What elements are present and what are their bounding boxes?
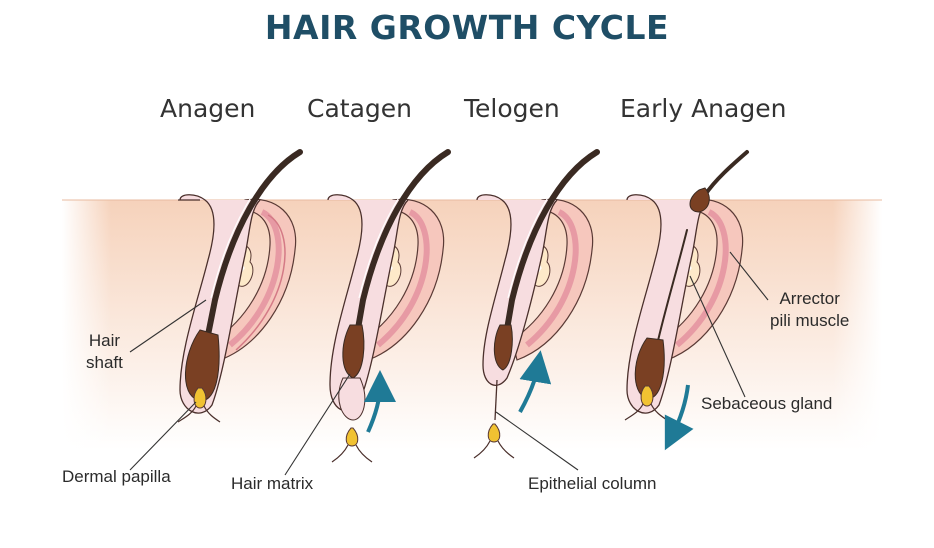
- label-arrector-line2: pili muscle: [770, 311, 850, 330]
- label-epithelial-column: Epithelial column: [528, 474, 657, 493]
- label-hair-matrix: Hair matrix: [231, 474, 314, 493]
- follicle-anagen: [177, 149, 303, 423]
- stage-label-telogen: Telogen: [464, 94, 560, 123]
- label-hair-shaft-line1: Hair: [88, 331, 121, 350]
- stage-label-anagen: Anagen: [160, 94, 256, 123]
- stage-label-early-anagen: Early Anagen: [620, 94, 787, 123]
- label-hair-shaft: Hair shaft: [86, 330, 123, 374]
- label-dermal-papilla: Dermal papilla: [62, 467, 171, 486]
- follicle-telogen: [473, 149, 600, 459]
- arrow-down-icon: [664, 384, 694, 451]
- leader-lines: [129, 251, 769, 476]
- follicle-early-anagen: [624, 150, 749, 421]
- arrow-up-icon: [363, 370, 396, 433]
- label-hair-shaft-line2: shaft: [86, 353, 123, 372]
- follicle-catagen: [327, 149, 451, 463]
- label-sebaceous-gland: Sebaceous gland: [701, 394, 833, 413]
- label-arrector-line1: Arrector: [779, 289, 840, 308]
- label-arrector-pili-muscle: Arrector pili muscle: [770, 288, 849, 332]
- stage-label-catagen: Catagen: [307, 94, 412, 123]
- page-title: HAIR GROWTH CYCLE: [264, 8, 670, 47]
- arrow-up-icon: [518, 350, 552, 413]
